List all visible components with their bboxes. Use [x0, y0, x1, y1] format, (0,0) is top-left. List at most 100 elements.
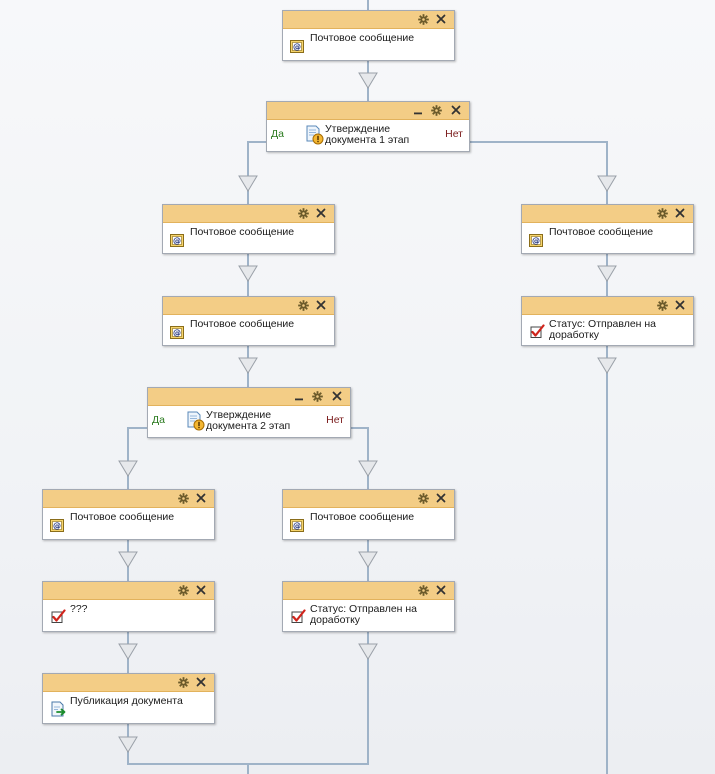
close-icon[interactable] — [434, 12, 448, 26]
flow-arrow-icon[interactable] — [358, 643, 378, 660]
approval-document-icon — [187, 411, 205, 434]
yes-branch-label: Да — [271, 128, 284, 140]
connector-line — [247, 141, 266, 204]
flow-arrow-icon[interactable] — [597, 265, 617, 282]
email-at-icon: @ — [290, 519, 304, 535]
block-header[interactable] — [43, 674, 214, 692]
block-header[interactable] — [43, 490, 214, 508]
checkbox-status-icon — [51, 609, 66, 627]
block-header[interactable] — [522, 205, 693, 223]
flow-arrow-icon[interactable] — [238, 357, 258, 374]
action-block[interactable]: @ Почтовое сообщение — [282, 10, 455, 61]
block-header[interactable] — [267, 102, 469, 120]
action-block[interactable]: @ Почтовое сообщение — [282, 489, 455, 540]
block-label: Почтовое сообщение — [190, 318, 295, 330]
block-label: Утверждение документа 1 этап — [325, 123, 410, 146]
flow-arrow-icon[interactable] — [118, 736, 138, 753]
svg-text:@: @ — [173, 328, 181, 337]
close-icon[interactable] — [673, 206, 687, 220]
flow-arrow-icon[interactable] — [118, 643, 138, 660]
flow-arrow-icon[interactable] — [238, 175, 258, 192]
action-block[interactable]: Публикация документа — [42, 673, 215, 724]
yes-branch-label: Да — [152, 414, 165, 426]
block-header[interactable] — [283, 582, 454, 600]
gear-icon[interactable] — [296, 298, 310, 312]
gear-icon[interactable] — [296, 206, 310, 220]
block-header[interactable] — [522, 297, 693, 315]
block-label: Статус: Отправлен на доработку — [310, 603, 418, 626]
close-icon[interactable] — [194, 583, 208, 597]
block-header[interactable] — [283, 490, 454, 508]
block-header[interactable] — [283, 11, 454, 29]
checkbox-status-icon — [530, 324, 545, 342]
minimize-icon[interactable] — [411, 103, 425, 117]
block-label: Статус: Отправлен на доработку — [549, 318, 657, 341]
decision-block[interactable]: Да Нет Утверждение документа 2 этап — [147, 387, 351, 438]
close-icon[interactable] — [194, 491, 208, 505]
block-header[interactable] — [163, 297, 334, 315]
no-branch-label: Нет — [445, 128, 463, 140]
block-header[interactable] — [148, 388, 350, 406]
connector-line — [127, 724, 249, 774]
gear-icon[interactable] — [416, 12, 430, 26]
action-block[interactable]: Статус: Отправлен на доработку — [521, 296, 694, 346]
block-label: Почтовое сообщение — [310, 32, 415, 44]
connector-line — [127, 427, 147, 489]
decision-block[interactable]: Да Нет Утверждение документа 1 этап — [266, 101, 470, 152]
close-icon[interactable] — [449, 103, 463, 117]
svg-text:@: @ — [53, 521, 61, 530]
close-icon[interactable] — [434, 491, 448, 505]
svg-text:@: @ — [293, 42, 301, 51]
gear-icon[interactable] — [310, 389, 324, 403]
flow-arrow-icon[interactable] — [358, 72, 378, 89]
action-block[interactable]: @ Почтовое сообщение — [162, 296, 335, 346]
flow-arrow-icon[interactable] — [358, 460, 378, 477]
close-icon[interactable] — [314, 298, 328, 312]
flow-arrow-icon[interactable] — [597, 357, 617, 374]
close-icon[interactable] — [673, 298, 687, 312]
block-label: Почтовое сообщение — [310, 511, 415, 523]
block-header[interactable] — [163, 205, 334, 223]
connector-line — [351, 427, 369, 489]
action-block[interactable]: @ Почтовое сообщение — [521, 204, 694, 254]
gear-icon[interactable] — [176, 491, 190, 505]
gear-icon[interactable] — [176, 583, 190, 597]
connector-line — [470, 141, 608, 204]
block-label: Почтовое сообщение — [70, 511, 175, 523]
close-icon[interactable] — [330, 389, 344, 403]
email-at-icon: @ — [50, 519, 64, 535]
checkbox-status-icon — [291, 609, 306, 627]
flow-arrow-icon[interactable] — [118, 460, 138, 477]
minimize-icon[interactable] — [292, 389, 306, 403]
action-block[interactable]: ??? — [42, 581, 215, 632]
gear-icon[interactable] — [176, 675, 190, 689]
gear-icon[interactable] — [429, 103, 443, 117]
close-icon[interactable] — [194, 675, 208, 689]
gear-icon[interactable] — [655, 298, 669, 312]
flow-arrow-icon[interactable] — [238, 265, 258, 282]
flow-arrow-icon[interactable] — [358, 551, 378, 568]
approval-document-icon — [306, 125, 324, 148]
flow-arrow-icon[interactable] — [118, 551, 138, 568]
block-label: Почтовое сообщение — [190, 226, 295, 238]
close-icon[interactable] — [314, 206, 328, 220]
action-block[interactable]: Статус: Отправлен на доработку — [282, 581, 455, 632]
email-at-icon: @ — [170, 326, 184, 342]
email-at-icon: @ — [529, 234, 543, 250]
publish-document-icon — [51, 701, 67, 720]
gear-icon[interactable] — [416, 583, 430, 597]
svg-text:@: @ — [293, 521, 301, 530]
block-header[interactable] — [43, 582, 214, 600]
close-icon[interactable] — [434, 583, 448, 597]
action-block[interactable]: @ Почтовое сообщение — [162, 204, 335, 254]
gear-icon[interactable] — [416, 491, 430, 505]
action-block[interactable]: @ Почтовое сообщение — [42, 489, 215, 540]
block-label: Почтовое сообщение — [549, 226, 654, 238]
gear-icon[interactable] — [655, 206, 669, 220]
email-at-icon: @ — [170, 234, 184, 250]
flow-arrow-icon[interactable] — [597, 175, 617, 192]
block-label: Утверждение документа 2 этап — [206, 409, 291, 432]
svg-text:@: @ — [532, 236, 540, 245]
no-branch-label: Нет — [326, 414, 344, 426]
